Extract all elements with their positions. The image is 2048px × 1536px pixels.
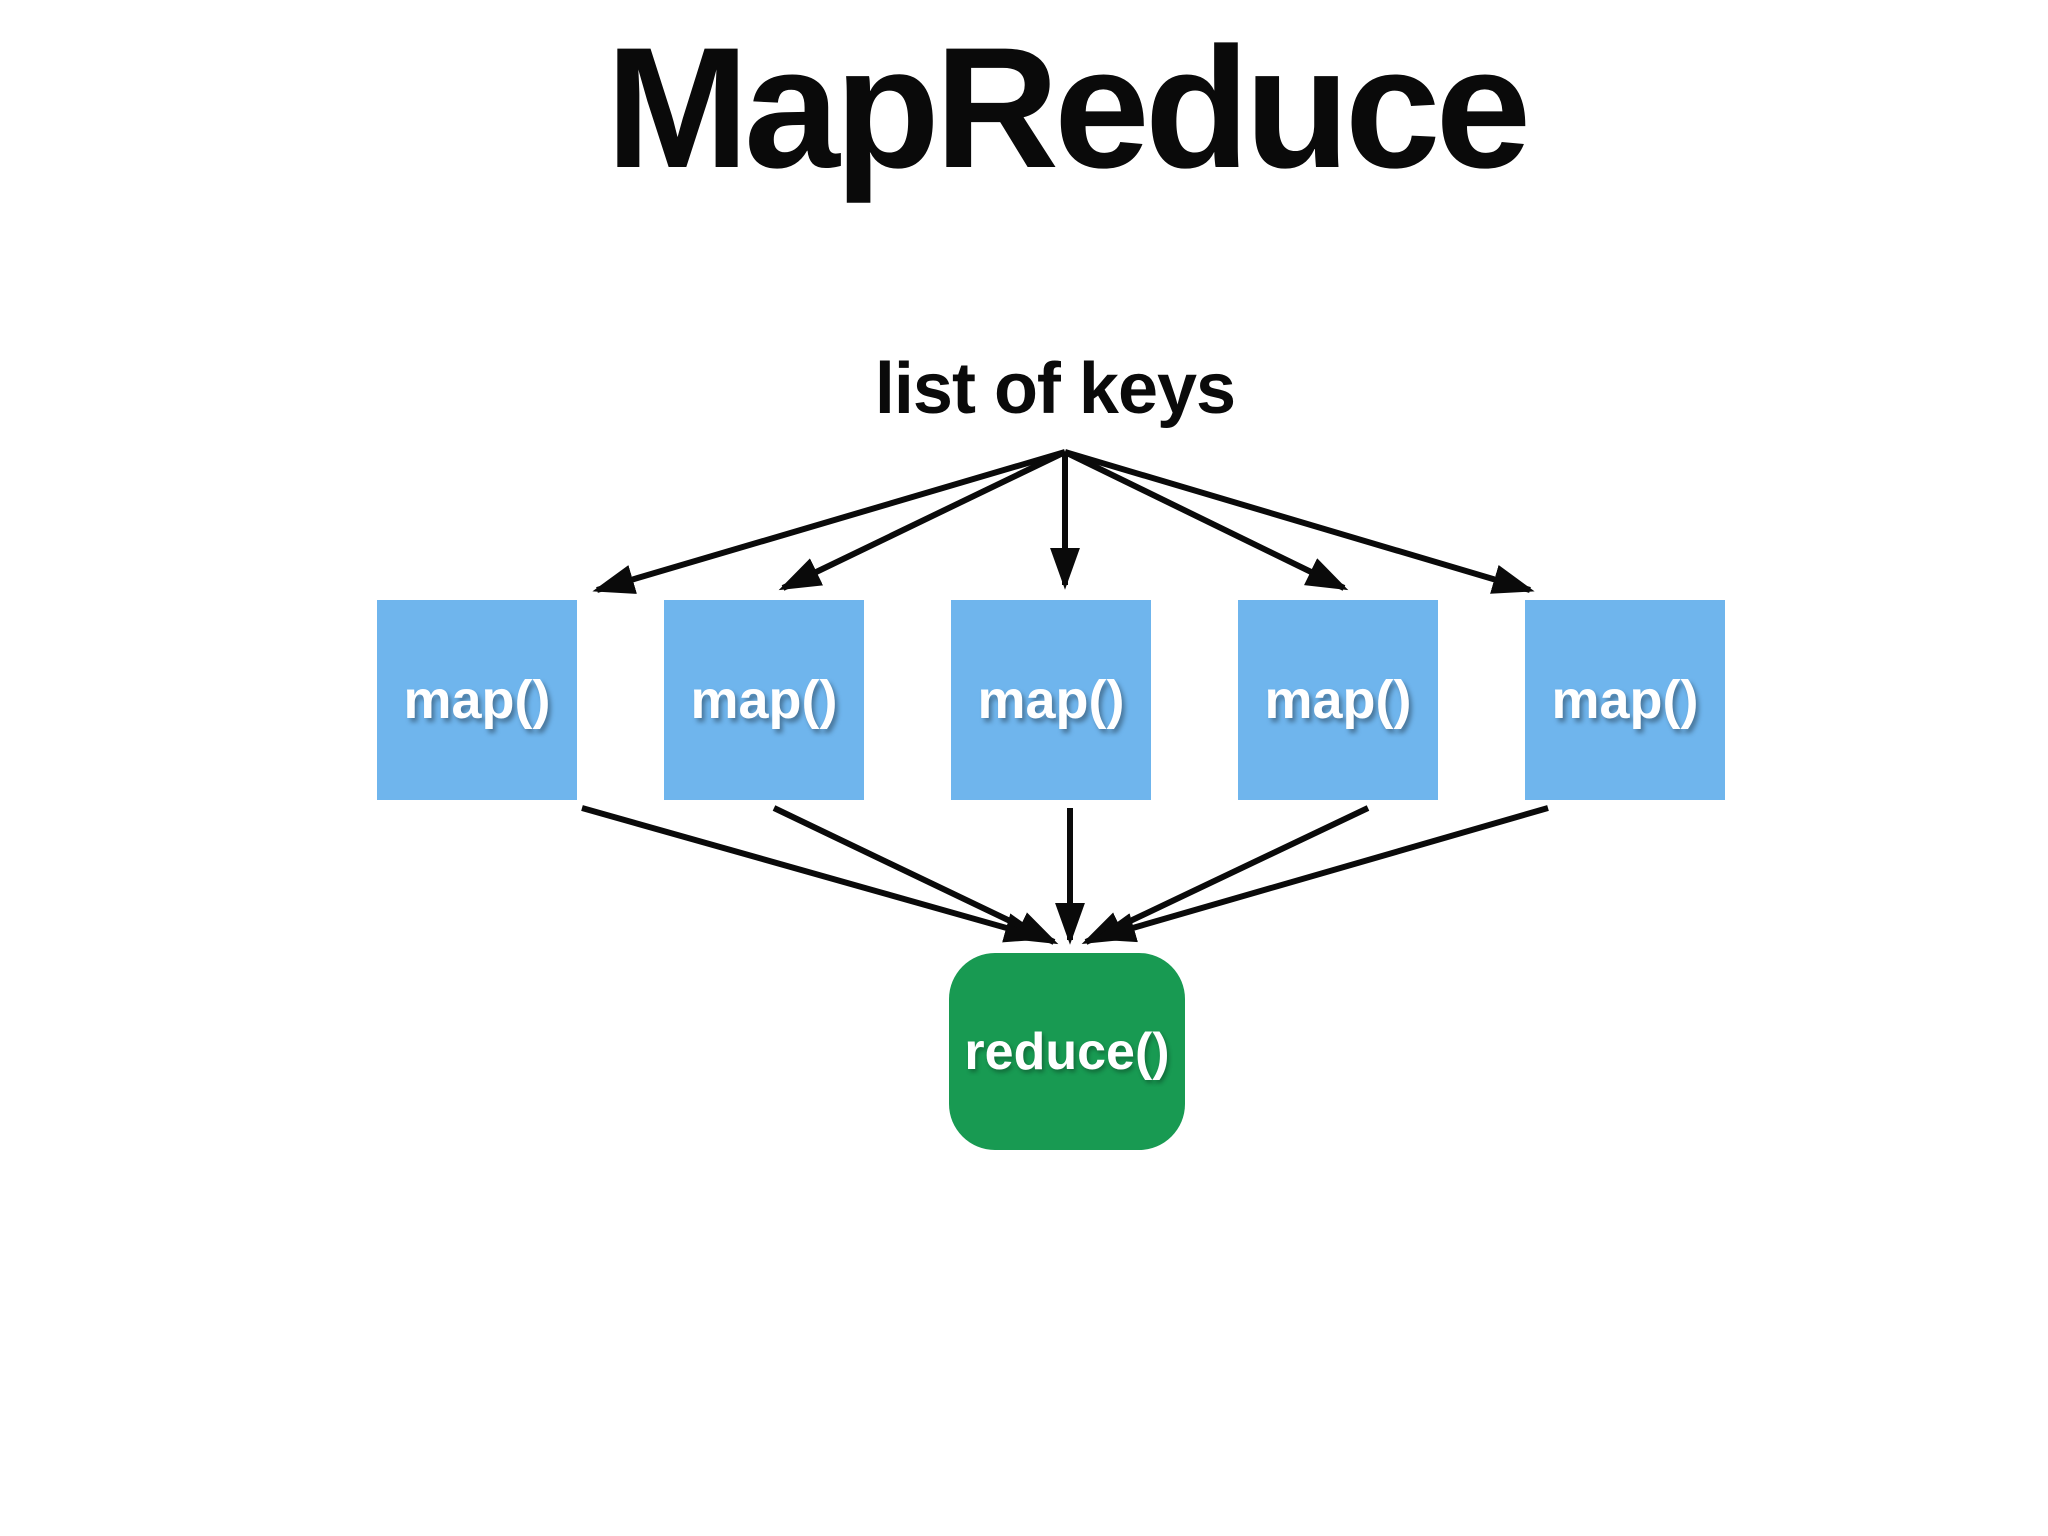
map-node-1: map() [377, 600, 577, 800]
fan-arrow-5 [1064, 449, 1535, 594]
reduce-node: reduce() [949, 953, 1185, 1150]
list-of-keys-label: list of keys [874, 349, 1236, 429]
map-node-5: map() [1525, 600, 1725, 800]
converge-arrow-5 [1093, 805, 1549, 943]
map-node-3: map() [951, 600, 1151, 800]
converge-arrow-2 [772, 805, 1059, 945]
fan-arrows [592, 449, 1535, 594]
fan-arrow-4 [1063, 449, 1349, 591]
fan-arrow-2 [778, 449, 1067, 591]
fan-arrow-1 [592, 449, 1066, 594]
converge-arrows [581, 805, 1549, 945]
page-title: MapReduce [605, 12, 1531, 204]
map-node-2: map() [664, 600, 864, 800]
map-node-4: map() [1238, 600, 1438, 800]
converge-arrow-1 [581, 805, 1047, 943]
